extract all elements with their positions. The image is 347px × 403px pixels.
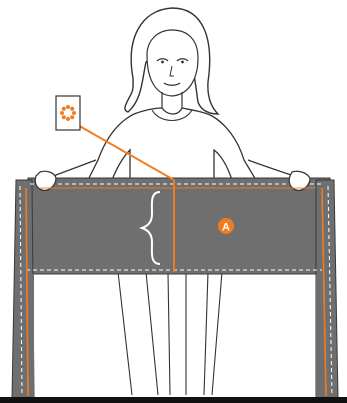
callout-marker-label: A (222, 222, 230, 234)
fabric-upper-panel (21, 177, 331, 275)
right-pupil (181, 60, 184, 64)
collar (151, 109, 193, 122)
brace-icon (138, 191, 161, 265)
nose (169, 65, 174, 77)
logo-pointer-line (75, 123, 175, 181)
right-edge-guide (321, 187, 327, 397)
fabric-lower-panel (22, 274, 326, 398)
left-pupil (161, 60, 164, 64)
left-edge-guide (25, 187, 29, 397)
right-eye (176, 58, 189, 62)
hair (124, 7, 220, 115)
left-eye (156, 58, 169, 62)
callout-marker-icon (218, 218, 234, 234)
neck (161, 92, 183, 108)
product-logo-icon (55, 95, 81, 131)
floor-line (0, 397, 347, 403)
face (146, 29, 199, 97)
mouth (163, 82, 181, 86)
legs (117, 271, 223, 396)
